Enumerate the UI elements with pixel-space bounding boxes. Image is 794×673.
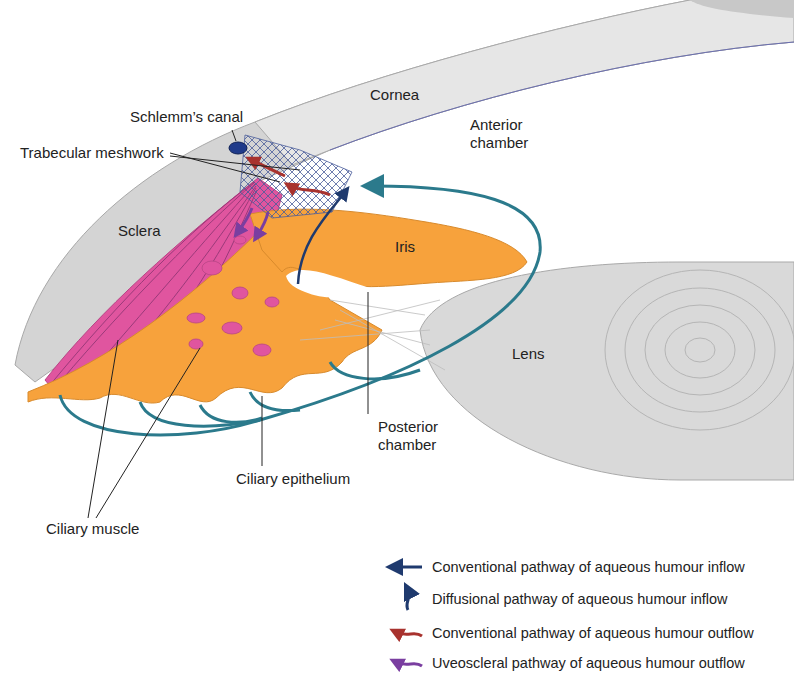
part-label: Schlemm’s canal: [130, 108, 243, 126]
part-label: Anterior chamber: [470, 116, 560, 152]
part-label: Iris: [395, 238, 415, 256]
legend-text: Conventional pathway of aqueous humour i…: [432, 558, 745, 576]
legend-samples: [394, 567, 422, 666]
part-label: Ciliary muscle: [46, 520, 139, 538]
part-label: Ciliary epithelium: [236, 470, 350, 488]
part-label: Cornea: [370, 86, 419, 104]
part-label: Lens: [512, 345, 545, 363]
legend-text: Conventional pathway of aqueous humour o…: [432, 624, 754, 642]
legend-text: Diffusional pathway of aqueous humour in…: [432, 590, 728, 608]
part-label: Sclera: [118, 222, 161, 240]
legend-text: Uveoscleral pathway of aqueous humour ou…: [432, 654, 745, 672]
part-label: Trabecular meshwork: [20, 144, 164, 162]
part-label: Posterior chamber: [378, 418, 460, 454]
